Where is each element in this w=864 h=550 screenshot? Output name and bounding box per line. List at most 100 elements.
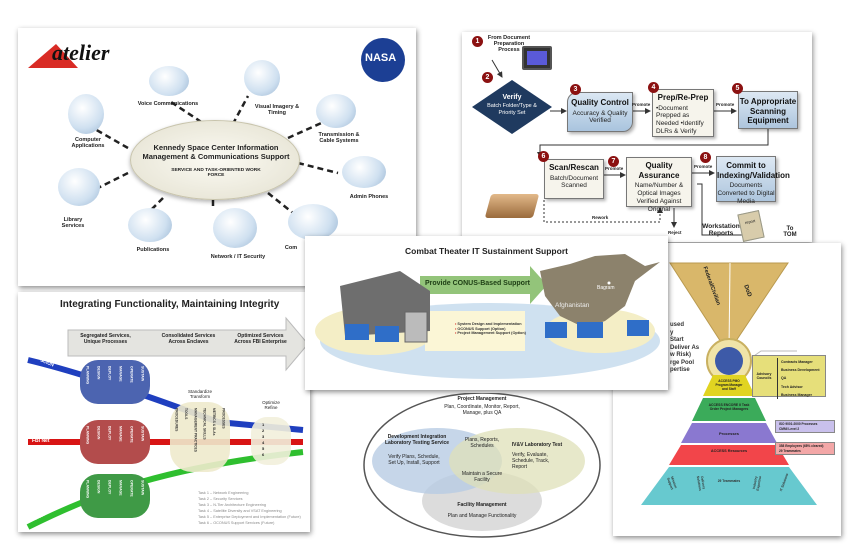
combat-bullets: • System Design and Implementation • OCO… — [455, 322, 526, 336]
fbinet-label: FBI Net — [32, 438, 50, 444]
software-box-icon — [68, 94, 104, 134]
cylinders — [80, 360, 291, 518]
afghanistan-map — [540, 254, 660, 328]
venn-center-bottom: Maintain a Secure Facility — [461, 471, 503, 483]
phase-segregated: Segregated Services, Unique Processes — [80, 333, 131, 345]
phase-optimized: Optimized Services Across FBI Enterprise — [234, 333, 287, 345]
phone-icon — [149, 66, 189, 96]
reject-label: Reject — [668, 230, 682, 235]
ivv-text: Verify, Evaluate, Schedule, Track, Repor… — [512, 452, 550, 470]
layer-resources-label: ACCESS Resources — [710, 449, 748, 453]
optimize-label: Optimize Refine — [262, 400, 280, 410]
standardize-label: Standardize Transform — [187, 389, 213, 399]
integrating-functionality-panel: Integrating Functionality, Maintaining I… — [18, 292, 310, 532]
step-1-label: From Document Preparation Process — [487, 35, 531, 53]
server-icon — [404, 311, 428, 343]
promote-label-4: Promote — [694, 164, 713, 169]
layer-processes-label: Processes — [718, 431, 739, 436]
pyramid-graphic — [641, 262, 817, 505]
node-library-services: Library Services — [61, 217, 85, 230]
computer-icon — [522, 46, 552, 70]
bagram-label: Bagram — [597, 285, 615, 291]
pyramid-base-segments: Mission Support Delivery Solutions 29 Te… — [666, 472, 789, 492]
venn-graphic — [363, 393, 601, 538]
monitor-icon-2 — [375, 326, 399, 342]
admin-user-icon — [342, 156, 386, 188]
ksc-connector-lines — [87, 95, 339, 214]
phase-consolidated: Consolidated Services Across Enclaves — [161, 333, 216, 345]
layer-pmo — [703, 375, 755, 396]
dev-lab-text: Verify Plans, Schedule, Set Up, Install,… — [388, 454, 440, 466]
prep-reprep-step: Prep/Re-Prep•Document Prepped as Needed … — [652, 89, 714, 137]
node-publications: Publications — [136, 247, 170, 253]
scanner-icon — [484, 194, 540, 218]
step-2-badge: 2 — [482, 72, 493, 83]
layer-encore-label: ACCESS ENCORE II Task Order Project Mana… — [708, 403, 750, 411]
afghanistan-label: Afghanistan — [555, 302, 590, 309]
integrating-title: Integrating Functionality, Maintaining I… — [60, 299, 280, 310]
venn-center-top: Plans, Reports, Schedules — [464, 437, 500, 449]
step-8-badge: 8 — [700, 152, 711, 163]
combat-title: Combat Theater IT Sustainment Support — [405, 246, 568, 256]
monitor-icon-4 — [627, 320, 649, 336]
dev-lab-title: Development Integration Laboratory Testi… — [384, 434, 450, 446]
integrating-graphic — [26, 316, 309, 530]
facility-text: Plan and Manage Functionality — [447, 513, 517, 519]
laptop-icon — [577, 322, 603, 338]
workstation-reports-label: Workstation Reports — [702, 223, 740, 237]
layer-pmo-label: ACCESS PMO Program Manager and Staff — [715, 379, 743, 391]
network-lock-icon — [213, 208, 257, 248]
monitor-icon-3 — [545, 322, 567, 338]
node-transmission-cable: Transmission & Cable Systems — [318, 132, 360, 145]
facility-title: Facility Management — [457, 502, 507, 508]
step-6-badge: 6 — [538, 151, 549, 162]
books-icon — [58, 168, 100, 206]
ivv-ellipse — [449, 428, 585, 494]
combat-theater-panel: Combat Theater IT Sustainment Support Pr… — [305, 236, 668, 390]
workflow-arrows — [472, 59, 769, 238]
venn-diagram: Project Management Plan, Coordinate, Mon… — [362, 393, 602, 541]
layer-resources — [669, 445, 789, 465]
nasa-logo: NASA — [361, 38, 405, 82]
layer-encore — [692, 398, 766, 421]
ksc-center-subtitle: SERVICE AND TASK-ORIENTED WORK FORCE — [171, 168, 261, 178]
cable-icon — [316, 94, 356, 128]
step-4-badge: 4 — [648, 82, 659, 93]
monitor-icon-1 — [345, 324, 369, 340]
rework-label: Rework — [592, 215, 609, 220]
network-computers-icon — [288, 204, 338, 240]
step-5-badge: 5 — [732, 83, 743, 94]
verify-step: Verify Batch Folder/Type & Priority Set — [487, 94, 537, 116]
publications-icon — [128, 208, 172, 242]
support-arrow-label: Provide CONUS-Based Support — [425, 280, 531, 287]
promote-label-2: Promote — [716, 102, 735, 107]
step-1-badge: 1 — [472, 36, 483, 47]
to-tom-label: To TOM — [783, 226, 797, 238]
phase-arrow — [67, 316, 309, 372]
ksc-center-ellipse: Kennedy Space Center Information Managem… — [130, 120, 300, 200]
resources-callout: 358 Employees (68% cleared)29 Teammates — [775, 442, 835, 455]
node-computer-applications: Computer Applications — [71, 137, 105, 150]
project-management-title: Project Management — [457, 396, 507, 402]
layer-base — [641, 467, 817, 505]
scanning-workflow-panel: 1 From Document Preparation Process 2 Ve… — [462, 32, 812, 242]
ksc-center-title: Kennedy Space Center Information Managem… — [142, 143, 290, 162]
node-voice-communications: Voice Communications — [137, 101, 199, 107]
ivv-title: IV&V Laboratory Test — [511, 442, 563, 448]
camera-icon — [244, 60, 280, 96]
step-3-badge: 3 — [570, 84, 581, 95]
layer-processes — [681, 423, 777, 443]
